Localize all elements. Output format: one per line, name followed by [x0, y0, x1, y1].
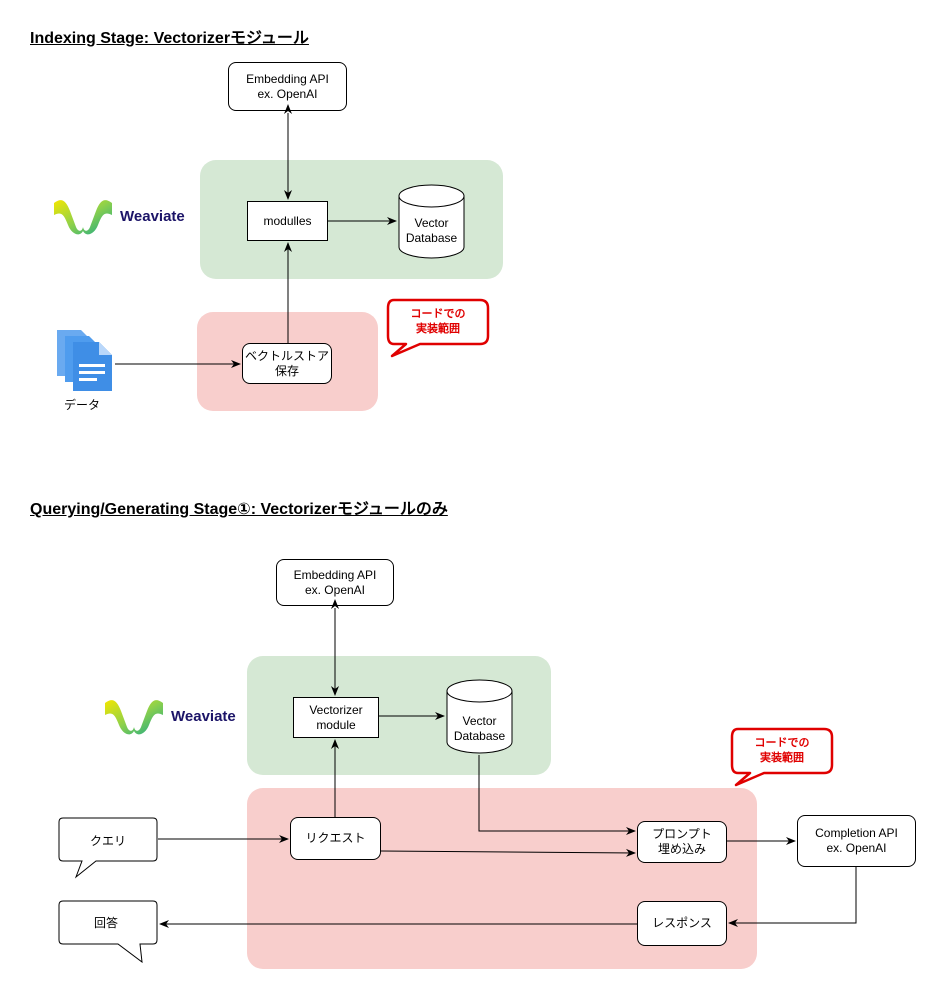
embedding-api-label: Embedding API ex. OpenAI	[246, 71, 329, 101]
completion-api-label: Completion API ex. OpenAI	[815, 826, 898, 855]
weaviate-logo-querying: Weaviate	[103, 697, 236, 735]
answer-bubble: 回答	[58, 900, 158, 963]
response-box: レスポンス	[637, 901, 727, 946]
database-cylinder-icon	[446, 679, 513, 754]
vector-database-indexing: Vector Database	[398, 184, 465, 259]
response-label: レスポンス	[652, 916, 712, 930]
weaviate-logo-text: Weaviate	[171, 707, 236, 725]
speech-bubble-icon	[58, 900, 158, 963]
query-bubble: クエリ	[58, 817, 158, 879]
vector-database-querying: Vector Database	[446, 679, 513, 754]
code-scope-callout-label: コードでの 実装範囲	[410, 308, 466, 335]
vectorstore-save-box: ベクトルストア 保存	[242, 343, 332, 384]
modules-box: modulles	[247, 201, 328, 241]
vectorizer-module-box: Vectorizer module	[293, 697, 379, 738]
database-cylinder-icon	[398, 184, 465, 259]
speech-bubble-icon	[58, 817, 158, 879]
document-icon	[57, 330, 113, 392]
vector-database-label: Vector Database	[453, 714, 506, 743]
code-scope-callout-querying: コードでの 実装範囲	[730, 727, 834, 789]
vectorstore-save-label: ベクトルストア 保存	[244, 348, 329, 378]
code-scope-callout-label: コードでの 実装範囲	[754, 737, 810, 764]
weaviate-logo-indexing: Weaviate	[52, 197, 185, 235]
modules-label: modulles	[263, 213, 312, 228]
embedding-api-box-querying: Embedding API ex. OpenAI	[276, 559, 394, 606]
querying-title: Querying/Generating Stage①: Vectorizerモジ…	[30, 501, 448, 518]
request-box: リクエスト	[290, 817, 381, 860]
weaviate-logo-icon	[105, 700, 163, 735]
speech-callout-icon	[386, 298, 490, 358]
request-prompt-connector	[380, 848, 636, 857]
weaviate-logo-text: Weaviate	[120, 207, 185, 225]
code-scope-callout-indexing: コードでの 実装範囲	[386, 298, 490, 360]
vectorizer-module-label: Vectorizer module	[309, 702, 363, 732]
db-prompt-connector	[478, 755, 636, 835]
data-label: データ	[64, 398, 101, 412]
weaviate-logo-icon	[54, 200, 112, 235]
query-label: クエリ	[89, 834, 126, 848]
embedding-api-box-indexing: Embedding API ex. OpenAI	[228, 62, 347, 111]
request-label: リクエスト	[305, 831, 366, 845]
completion-api-box: Completion API ex. OpenAI	[797, 815, 916, 867]
answer-label: 回答	[94, 916, 119, 930]
embedding-api-label: Embedding API ex. OpenAI	[293, 567, 377, 597]
indexing-title: Indexing Stage: Vectorizerモジュール	[30, 30, 309, 47]
completion-response-connector	[728, 867, 857, 927]
vector-database-label: Vector Database	[405, 216, 458, 245]
speech-callout-icon	[730, 727, 834, 787]
prompt-embed-label: プロンプト 埋め込み	[652, 827, 712, 856]
prompt-embed-box: プロンプト 埋め込み	[637, 821, 727, 863]
